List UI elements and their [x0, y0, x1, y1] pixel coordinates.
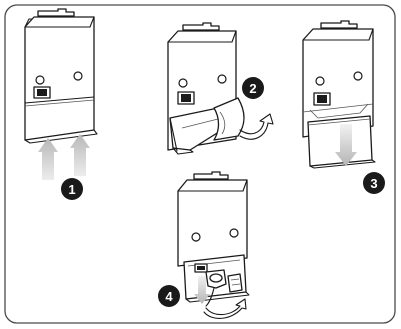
- step-badge-4: 4: [158, 285, 180, 307]
- step-badge-3: 3: [363, 172, 385, 194]
- pull-down-arrow: [194, 276, 210, 304]
- step-badge-2: 2: [242, 77, 264, 99]
- swing-arrow: [239, 113, 274, 140]
- diagram-frame: [4, 4, 396, 324]
- step-3-illustration: [302, 20, 376, 169]
- step-1-illustration: [24, 8, 98, 144]
- screw-icon: [191, 232, 201, 242]
- screw-icon: [353, 71, 363, 81]
- push-up-arrow: [70, 134, 90, 176]
- step-2-illustration: [167, 22, 245, 155]
- screw-icon: [35, 75, 45, 85]
- step-number-label: 3: [370, 176, 377, 191]
- slide-down-arrow: [335, 124, 357, 166]
- screw-icon: [315, 76, 325, 86]
- rotate-arrow: [203, 298, 247, 319]
- push-up-arrow: [38, 138, 58, 180]
- step-number-label: 4: [165, 289, 173, 304]
- step-badge-1: 1: [61, 178, 83, 200]
- screw-icon: [229, 228, 239, 238]
- step-4-illustration: [177, 171, 250, 307]
- step-number-label: 2: [249, 81, 256, 96]
- screw-icon: [178, 78, 188, 88]
- step-number-label: 1: [68, 182, 75, 197]
- screw-icon: [217, 74, 227, 84]
- screw-icon: [73, 71, 83, 81]
